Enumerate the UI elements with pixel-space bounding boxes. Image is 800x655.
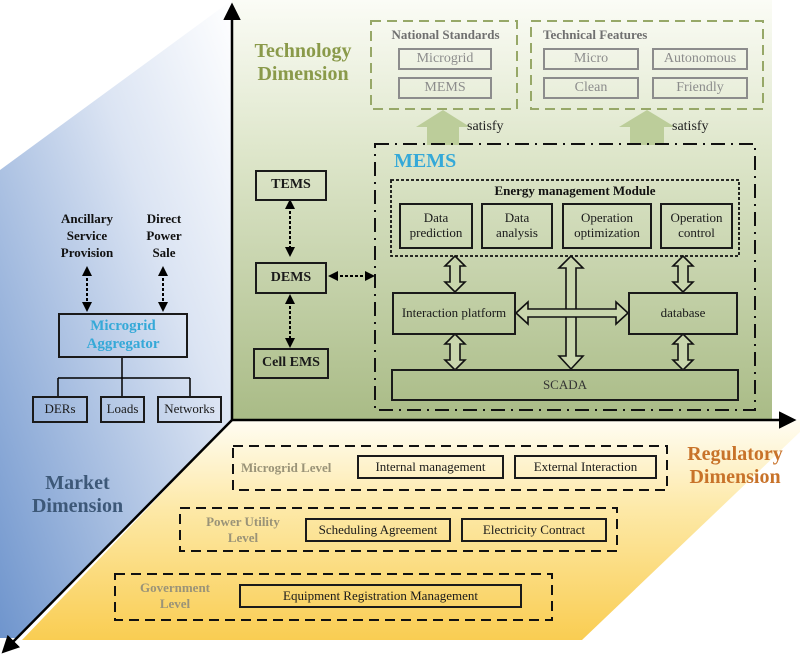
- national-standards-frame: [370, 20, 518, 110]
- scada-box: SCADA: [391, 369, 739, 401]
- label-line: Ancillary: [61, 211, 113, 226]
- mems-frame: [374, 143, 756, 411]
- market-dimension-title: Market Dimension: [20, 472, 135, 518]
- module-operation-optimization: Operation optimization: [562, 203, 652, 249]
- module-label: Operation: [670, 210, 723, 226]
- loads-box: Loads: [100, 396, 145, 423]
- label-line: Provision: [60, 244, 114, 260]
- satisfy-arrow-icon: [619, 110, 675, 145]
- technical-features-title: Technical Features: [543, 27, 648, 42]
- title-line: Technology: [254, 40, 352, 62]
- mems-title: MEMS: [394, 150, 457, 172]
- standard-item: MEMS: [398, 77, 492, 99]
- feature-item: Friendly: [652, 77, 748, 99]
- energy-module-title: Energy management Module: [494, 183, 656, 198]
- microgrid-level-frame: [232, 445, 668, 491]
- title-line: Dimension: [257, 63, 349, 85]
- government-level-label: Government Level: [120, 580, 230, 613]
- equipment-registration-box: Equipment Registration Management: [239, 584, 522, 608]
- ancillary-service-label: Ancillary Service Provision: [50, 211, 124, 262]
- feature-item: Clean: [543, 77, 639, 99]
- tems-box: TEMS: [255, 170, 327, 201]
- networks-box: Networks: [157, 396, 222, 423]
- title-line: Dimension: [689, 466, 781, 488]
- electricity-contract-box: Electricity Contract: [461, 518, 607, 542]
- feature-item: Micro: [543, 48, 639, 70]
- microgrid-level-label: Microgrid Level: [241, 460, 332, 475]
- label-line: Government: [139, 580, 211, 595]
- diagonal-axis-arrow: [1, 419, 233, 654]
- energy-module-frame: [390, 179, 740, 257]
- title-line: Regulatory: [687, 443, 783, 465]
- label-line: Level: [227, 530, 259, 546]
- label-line: Sale: [152, 244, 176, 260]
- module-label: control: [678, 225, 715, 240]
- label-line: Power Utility: [206, 514, 280, 529]
- label-line: Direct: [146, 211, 182, 226]
- module-operation-control: Operation control: [660, 203, 733, 249]
- interaction-platform-box: Interaction platform: [392, 292, 516, 335]
- dems-box: DEMS: [255, 262, 327, 294]
- aggregator-label: Aggregator: [86, 335, 160, 352]
- module-label: optimization: [574, 225, 640, 240]
- module-label: Data: [423, 210, 449, 226]
- satisfy-arrow-icon: [416, 110, 470, 145]
- external-interaction-box: External Interaction: [514, 455, 657, 479]
- module-data-prediction: Data prediction: [399, 203, 473, 249]
- aggregator-label: Microgrid: [90, 318, 156, 335]
- module-label: analysis: [496, 225, 538, 240]
- module-data-analysis: Data analysis: [481, 203, 553, 249]
- label-line: Power: [146, 227, 182, 243]
- module-label: Data: [504, 210, 530, 226]
- direct-power-sale-label: Direct Power Sale: [136, 211, 192, 262]
- cell-ems-box: Cell EMS: [253, 348, 329, 379]
- feature-item: Autonomous: [652, 48, 748, 70]
- national-standards-title: National Standards: [391, 27, 500, 42]
- internal-management-box: Internal management: [357, 455, 504, 479]
- label-line: Level: [159, 596, 191, 612]
- regulatory-dimension-panel: [22, 420, 800, 640]
- microgrid-aggregator-box: Microgrid Aggregator: [58, 313, 188, 358]
- label-line: Service: [66, 227, 108, 243]
- ders-box: DERs: [32, 396, 88, 423]
- scheduling-agreement-box: Scheduling Agreement: [305, 518, 451, 542]
- technology-dimension-title: Technology Dimension: [243, 40, 363, 86]
- standard-item: Microgrid: [398, 48, 492, 70]
- satisfy-label: satisfy: [467, 119, 504, 134]
- satisfy-label: satisfy: [672, 119, 709, 134]
- database-box: database: [628, 292, 738, 335]
- module-label: prediction: [409, 225, 463, 240]
- technical-features-frame: [530, 20, 764, 110]
- module-label: Operation: [581, 210, 633, 226]
- title-line: Dimension: [31, 495, 124, 517]
- regulatory-dimension-title: Regulatory Dimension: [680, 443, 790, 489]
- power-utility-level-label: Power Utility Level: [188, 514, 298, 547]
- title-line: Market: [45, 472, 110, 494]
